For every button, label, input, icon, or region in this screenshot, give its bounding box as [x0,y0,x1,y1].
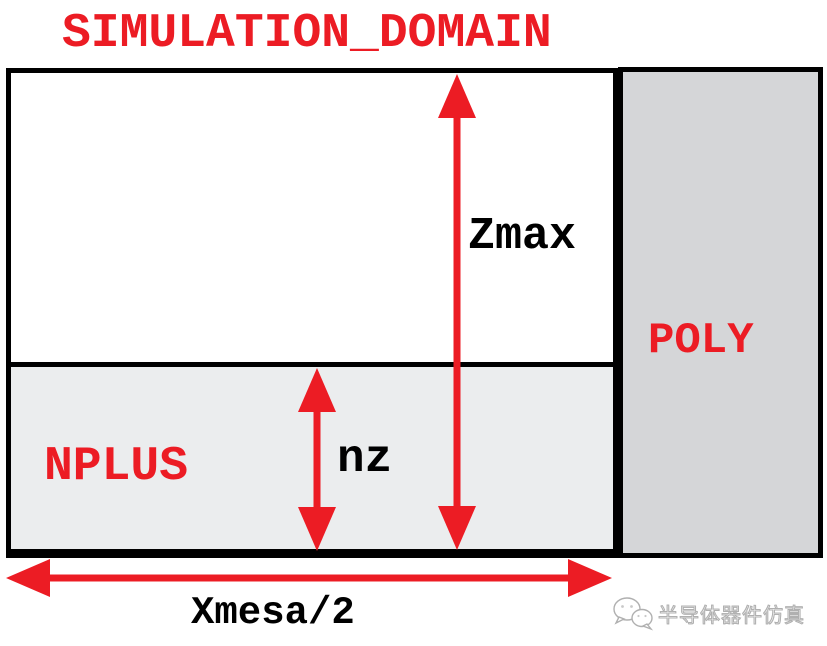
xmesa-half-dimension-label: Xmesa/2 [191,591,355,635]
poly-region-label: POLY [648,316,754,366]
watermark-text: 半导体器件仿真 [658,602,805,627]
nz-dimension-label: nz [337,433,393,485]
zmax-dimension-label: Zmax [468,211,577,262]
simulation-domain-title: SIMULATION_DOMAIN [62,7,552,61]
watermark: 半导体器件仿真 [612,592,822,634]
wechat-logo-icon [613,597,654,631]
nplus-region-label: NPLUS [44,440,189,494]
poly-region [618,67,823,558]
